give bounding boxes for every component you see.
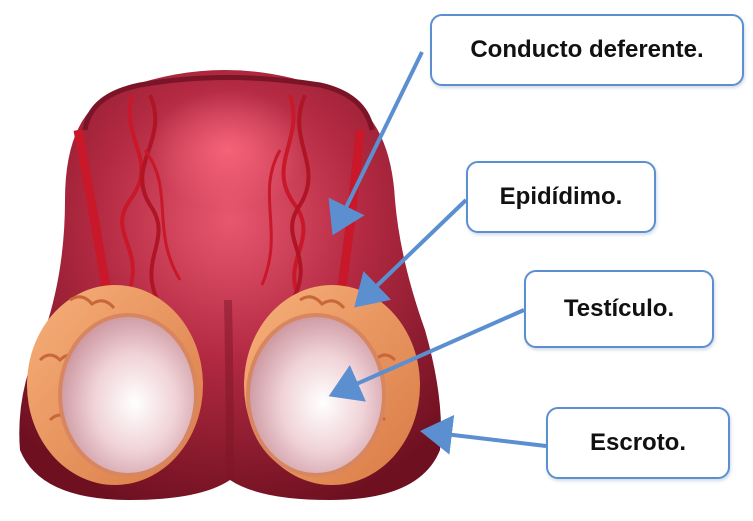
- label-epididimo: Epidídimo.: [466, 161, 656, 233]
- label-testiculo-text: Testículo.: [564, 295, 674, 323]
- label-testiculo: Testículo.: [524, 270, 714, 348]
- arrow-escroto: [428, 432, 546, 446]
- testicle-right: [248, 315, 384, 475]
- scrotum-highlight: [148, 90, 308, 210]
- label-epididimo-text: Epidídimo.: [500, 183, 623, 211]
- label-conducto-deferente: Conducto deferente.: [430, 14, 744, 86]
- label-conducto-text: Conducto deferente.: [470, 36, 703, 64]
- scrotum-raphe: [228, 300, 230, 480]
- testicle-left: [60, 315, 196, 475]
- label-escroto: Escroto.: [546, 407, 730, 479]
- label-escroto-text: Escroto.: [590, 429, 686, 457]
